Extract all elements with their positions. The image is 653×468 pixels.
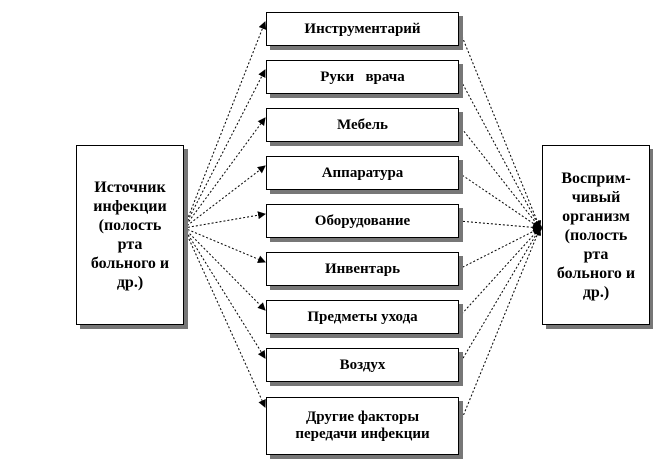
target-node: Восприм- чивый организм (полость рта бол… xyxy=(542,145,650,325)
factor-node-inventory: Инвентарь xyxy=(266,252,459,286)
arrow-factor-to-target xyxy=(458,76,541,229)
factor-label: Аппаратура xyxy=(321,164,404,181)
arrow-source-to-factor xyxy=(183,165,266,229)
target-line: чивый xyxy=(571,188,621,206)
source-line: больного и xyxy=(90,255,170,272)
source-line: инфекции xyxy=(93,198,167,215)
target-line: рта xyxy=(583,245,609,263)
source-line: др.) xyxy=(116,274,144,291)
factor-node-air: Воздух xyxy=(266,348,459,382)
target-line: больного и xyxy=(556,264,636,282)
factor-node-doctor-hands: Руки врача xyxy=(266,60,459,94)
factor-label: Оборудование xyxy=(314,212,411,229)
source-line: рта xyxy=(117,236,143,253)
factor-label: Предметы ухода xyxy=(307,308,418,325)
factor-label: Инструментарий xyxy=(304,20,421,37)
arrow-source-to-factor xyxy=(183,21,267,229)
target-line: Восприм- xyxy=(561,169,631,187)
target-line: др.) xyxy=(582,283,610,301)
arrow-source-to-factor xyxy=(183,69,266,229)
factor-node-instruments: Инструментарий xyxy=(266,12,459,46)
arrow-factor-to-target xyxy=(458,220,541,232)
factor-node-furniture: Мебель xyxy=(266,108,459,142)
arrow-factor-to-target xyxy=(458,227,542,427)
factor-label: Воздух xyxy=(339,356,386,373)
arrow-factor-to-target xyxy=(458,124,541,229)
arrow-factor-to-target xyxy=(458,227,541,270)
factor-label: Мебель xyxy=(337,116,388,133)
factor-node-other: Другие факторы передачи инфекции xyxy=(266,397,459,455)
factor-label: Другие факторы xyxy=(305,409,420,425)
arrow-source-to-factor xyxy=(183,227,266,311)
factor-label: Инвентарь xyxy=(324,260,401,277)
target-hub-dot xyxy=(534,224,542,232)
arrow-factor-to-target xyxy=(458,28,542,229)
arrow-source-to-factor xyxy=(183,227,266,359)
arrow-source-to-factor xyxy=(183,117,266,229)
arrow-factor-to-target xyxy=(458,227,541,366)
target-line: (полость xyxy=(564,226,628,244)
target-line: организм xyxy=(562,207,630,225)
factor-node-equipment: Оборудование xyxy=(266,204,459,238)
factor-label: Руки врача xyxy=(320,68,405,85)
arrow-factor-to-target xyxy=(458,172,541,229)
factor-node-care-items: Предметы ухода xyxy=(266,300,459,334)
source-line: (полость xyxy=(98,217,162,234)
factor-node-apparatus: Аппаратура xyxy=(266,156,459,190)
source-node: Источник инфекции (полость рта больного … xyxy=(76,145,184,325)
arrow-source-to-factor xyxy=(183,211,266,229)
arrow-factor-to-target xyxy=(458,227,541,318)
source-line: Источник xyxy=(94,179,166,196)
factor-label: передачи инфекции xyxy=(295,426,430,442)
arrow-source-to-factor xyxy=(183,227,266,263)
arrow-source-to-factor xyxy=(183,227,266,408)
